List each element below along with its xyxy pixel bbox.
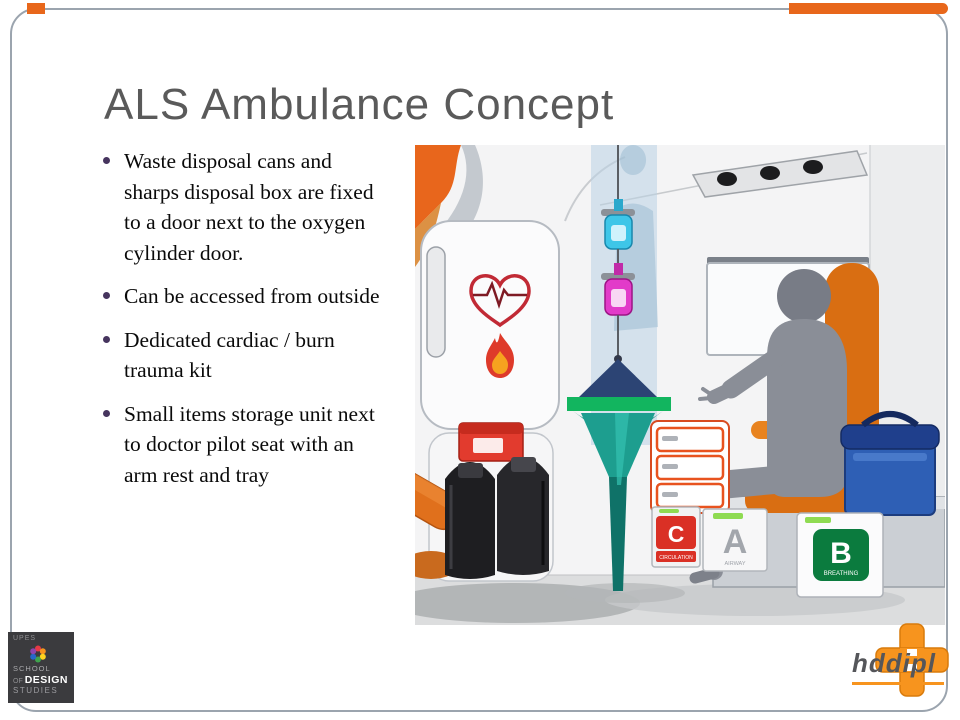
list-item: Small items storage unit next to doctor … — [103, 399, 413, 491]
drawer-unit — [650, 420, 730, 514]
upes-of-text: OF — [13, 677, 23, 685]
upes-of-design-line: OF DESIGN — [13, 674, 74, 686]
cabinet-door — [420, 220, 560, 430]
door-handle — [426, 246, 446, 358]
waste-bin-right — [497, 457, 549, 575]
list-item: Dedicated cardiac / burn trauma kit — [103, 325, 413, 386]
ceiling-light — [760, 166, 780, 180]
upes-school-text: SCHOOL — [13, 664, 51, 674]
cooler-handle — [861, 411, 919, 428]
list-item: Can be accessed from outside — [103, 281, 413, 312]
hddipl-wordmark: hddipl — [852, 648, 936, 678]
airway-kit-box: A AIRWAY — [702, 508, 768, 572]
upes-design-text: DESIGN — [24, 673, 68, 686]
sanitizer-dispensers — [601, 145, 635, 316]
bullet-text: Small items storage unit next to doctor … — [124, 401, 375, 487]
hddipl-logo: hddipl — [846, 620, 952, 706]
bullet-dot — [103, 157, 110, 164]
hddipl-underline — [852, 682, 944, 685]
upes-studies-text: STUDIES — [13, 685, 59, 695]
circulation-kit-box: C CIRCULATION — [651, 506, 701, 568]
cooler-box — [840, 411, 940, 516]
upes-pinwheel-icon — [30, 645, 46, 663]
breathing-letter: B — [830, 537, 852, 570]
ambulance-interior-illustration: C CIRCULATION A AIRWAY B BREATHING — [415, 145, 945, 625]
bullet-text: Waste disposal cans and sharps disposal … — [124, 149, 374, 265]
cardiac-burn-sign-icon — [469, 274, 531, 378]
airway-label: AIRWAY — [725, 561, 746, 567]
drawer — [655, 426, 725, 453]
slide-border — [10, 8, 948, 712]
upes-logo: UPES SCHOOL OF DESIGN STUDIES — [8, 632, 74, 703]
accent-bar-top-left — [27, 3, 45, 14]
accent-bar-top-right — [789, 3, 948, 14]
circulation-label: CIRCULATION — [659, 555, 693, 561]
hddipl-cross-icon — [875, 623, 949, 697]
ceiling-light-panel — [691, 150, 869, 198]
upes-brand-text: UPES — [13, 635, 37, 642]
circulation-letter: C — [668, 521, 685, 547]
bullet-text: Dedicated cardiac / burn trauma kit — [124, 327, 335, 383]
airway-letter: A — [723, 523, 748, 561]
basin-column — [567, 315, 671, 591]
ceiling-light — [717, 172, 737, 186]
breathing-kit-box: B BREATHING — [796, 512, 884, 598]
list-item: Waste disposal cans and sharps disposal … — [103, 146, 413, 268]
breathing-label: BREATHING — [824, 571, 859, 577]
waste-bin-left — [445, 462, 495, 579]
page-title: ALS Ambulance Concept — [104, 80, 615, 129]
bullet-text: Can be accessed from outside — [124, 284, 380, 309]
ceiling-light — [803, 160, 823, 174]
drawer — [655, 454, 725, 481]
waste-bins — [445, 457, 549, 579]
bullet-list: Waste disposal cans and sharps disposal … — [103, 146, 413, 503]
bullet-dot — [103, 409, 110, 417]
bullet-dot — [103, 292, 110, 300]
bullet-dot — [103, 335, 110, 343]
sharps-container — [458, 422, 524, 462]
